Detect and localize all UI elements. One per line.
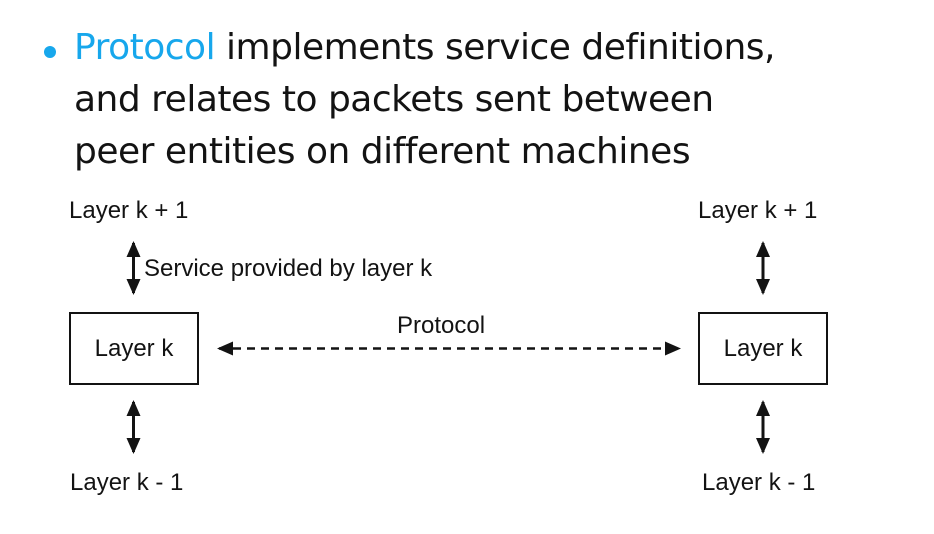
label-layer-k-plus-1-left: Layer k + 1 [69, 197, 189, 224]
bullet-line-3: peer entities on different machines [74, 131, 691, 172]
bullet-line-1-rest: implements service definitions, [215, 27, 775, 68]
label-layer-k-plus-1-right: Layer k + 1 [698, 197, 818, 224]
bullet-item: Protocol implements service definitions,… [74, 22, 775, 178]
service-arrow-caption: Service provided by layer k [144, 255, 433, 282]
bullet-keyword: Protocol [74, 27, 216, 68]
label-layer-k-minus-1-right: Layer k - 1 [702, 469, 816, 496]
layer-k-box-left-label: Layer k [94, 334, 174, 362]
bullet-line-1: Protocol implements service definitions, [74, 22, 775, 74]
protocol-arrow-caption: Protocol [397, 312, 486, 339]
bullet-point-icon [44, 46, 56, 58]
layer-k-box-right-label: Layer k [723, 334, 803, 362]
layer-k-box-left: Layer k [69, 312, 199, 385]
layer-k-box-right: Layer k [698, 312, 828, 385]
label-layer-k-minus-1-left: Layer k - 1 [70, 469, 184, 496]
bullet-line-2: and relates to packets sent between [74, 79, 714, 120]
